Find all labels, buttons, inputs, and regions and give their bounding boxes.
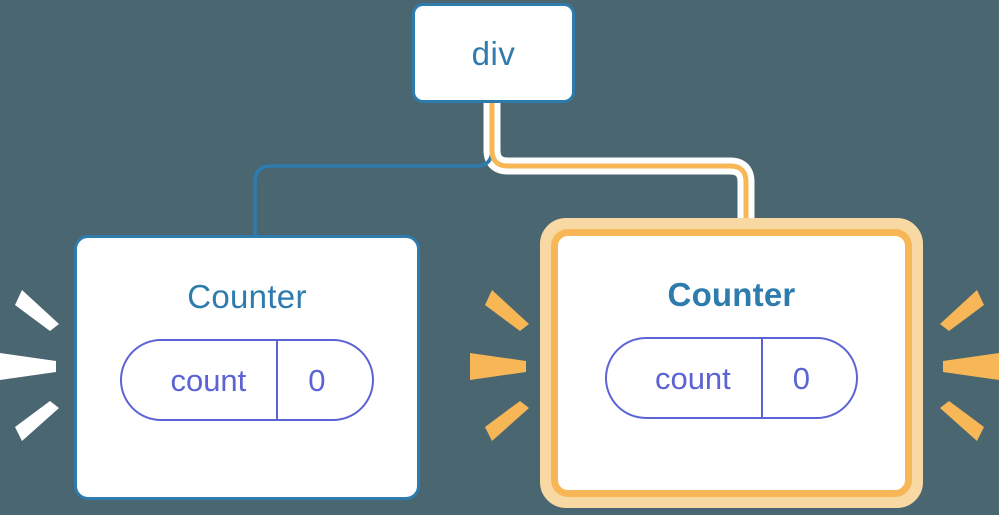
burst-ray-mid (943, 353, 999, 380)
node-div-label: div (471, 34, 516, 72)
edge-div-to-counter-left (253, 103, 494, 238)
state-divider (760, 339, 763, 417)
burst-ray-up (485, 290, 529, 331)
node-counter-right[interactable]: Counter count 0 (540, 218, 923, 508)
burst-ray-up (15, 290, 59, 331)
state-divider (276, 341, 279, 419)
node-counter-right-inner: Counter count 0 (551, 229, 912, 497)
state-value: 0 (792, 360, 811, 396)
burst-ray-down (485, 401, 529, 441)
state-value: 0 (308, 362, 326, 398)
state-pill-counter-right[interactable]: count 0 (604, 337, 859, 419)
state-key: count (170, 362, 247, 398)
burst-ray-down (15, 401, 59, 441)
burst-ray-mid (0, 353, 56, 380)
burst-ray-mid (470, 353, 526, 380)
node-div[interactable]: div (412, 3, 575, 103)
node-counter-left[interactable]: Counter count 0 (74, 235, 420, 500)
burst-right-outer (940, 290, 999, 441)
state-pill-counter-left[interactable]: count 0 (120, 339, 374, 421)
burst-left-outer (0, 290, 59, 441)
state-key: count (654, 360, 731, 396)
burst-ray-down (940, 401, 984, 441)
node-counter-left-label: Counter (187, 278, 307, 315)
node-counter-right-label: Counter (667, 276, 796, 313)
edge-div-to-counter-right (489, 103, 749, 232)
burst-left-inner (470, 290, 529, 441)
burst-ray-up (940, 290, 984, 331)
